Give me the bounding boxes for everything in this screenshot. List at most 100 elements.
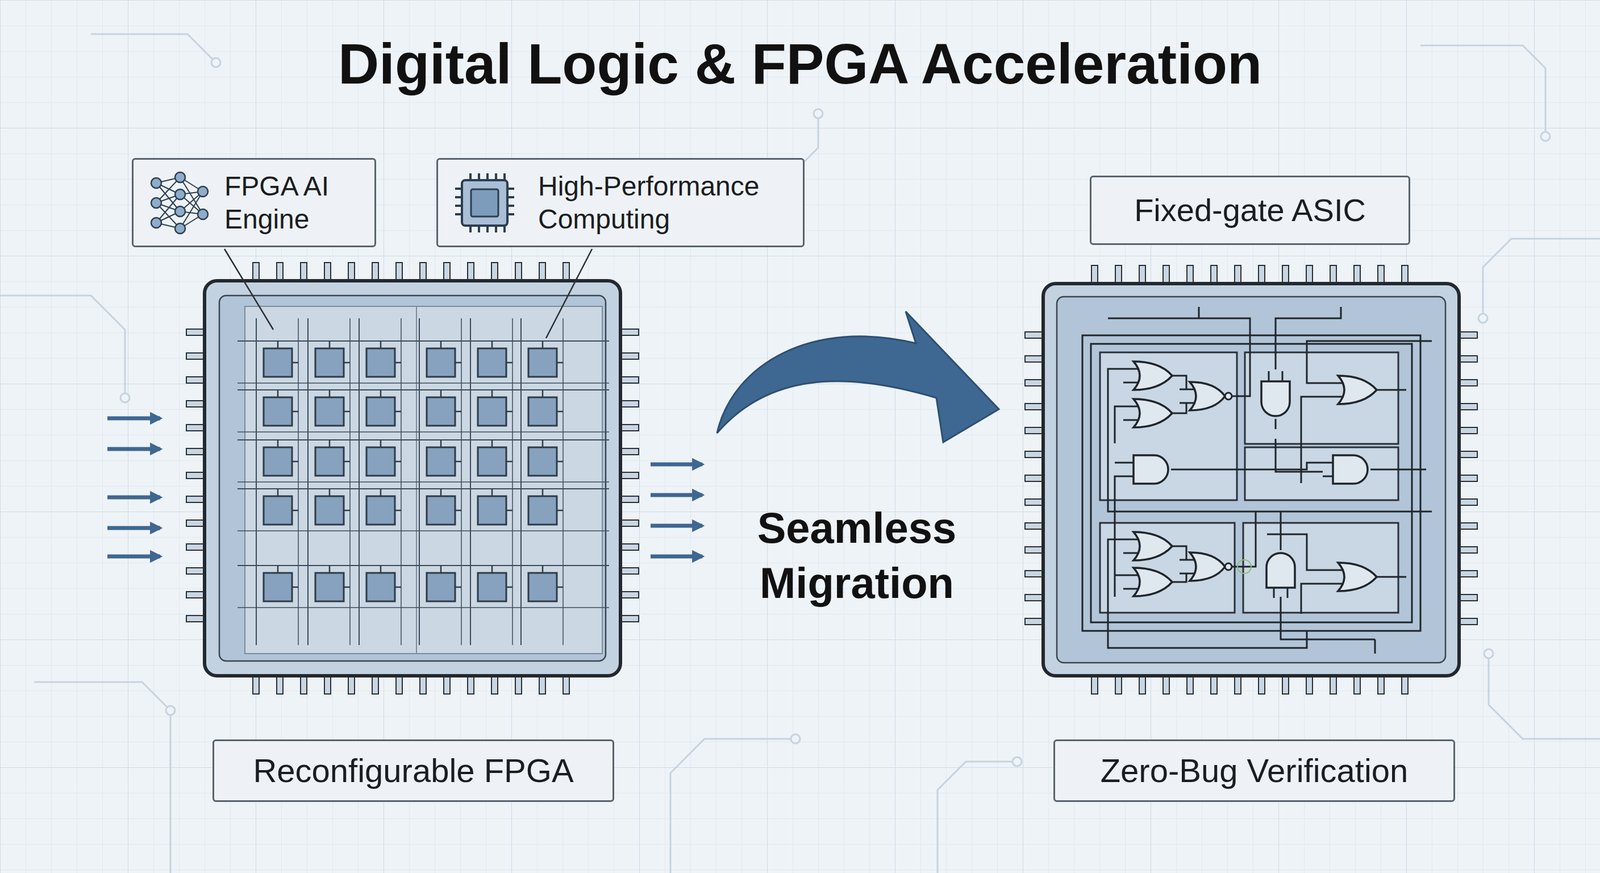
block-link bbox=[394, 586, 402, 589]
block-link bbox=[343, 460, 350, 463]
chip-pin bbox=[1282, 674, 1289, 694]
routing-wire bbox=[237, 606, 610, 608]
block-link bbox=[277, 389, 279, 398]
box-text: Zero-Bug Verification bbox=[1100, 750, 1409, 791]
block-link bbox=[440, 488, 443, 497]
block-link bbox=[491, 389, 494, 398]
chip-pin bbox=[491, 262, 498, 282]
logic-block bbox=[366, 572, 395, 602]
block-link bbox=[380, 565, 382, 573]
routing-wire bbox=[469, 318, 472, 645]
logic-block bbox=[426, 348, 456, 377]
chip-pin bbox=[1115, 674, 1122, 694]
migration-label: Seamless Migration bbox=[709, 500, 1005, 611]
chip-label: Fixed-gate ASIC bbox=[1089, 175, 1411, 245]
block-link bbox=[556, 361, 564, 364]
chip-label: Reconfigurable FPGA bbox=[212, 739, 615, 802]
logic-block bbox=[315, 348, 344, 377]
chip-pin bbox=[1457, 618, 1478, 625]
block-link bbox=[491, 488, 494, 497]
chip-pin bbox=[300, 674, 307, 694]
chip-pin bbox=[186, 424, 206, 431]
chip-pin bbox=[1377, 265, 1385, 285]
chip-pin bbox=[1025, 451, 1045, 458]
logic-block bbox=[263, 397, 293, 426]
logic-block bbox=[477, 397, 507, 426]
chip-pin bbox=[1234, 674, 1241, 694]
routing-wire bbox=[307, 318, 309, 645]
chip-pin bbox=[1282, 265, 1289, 285]
block-link bbox=[328, 488, 331, 497]
block-link bbox=[455, 586, 462, 589]
chip-pin bbox=[186, 543, 206, 550]
chip-pin bbox=[1025, 403, 1045, 410]
routing-wire bbox=[358, 318, 360, 645]
logic-block bbox=[263, 348, 293, 377]
logic-block bbox=[477, 348, 507, 377]
chip-pin bbox=[276, 262, 283, 282]
logic-block bbox=[426, 496, 456, 525]
routing-wire bbox=[237, 340, 610, 342]
chip-pin bbox=[1025, 594, 1045, 601]
chip-pin bbox=[1025, 522, 1045, 529]
block-link bbox=[343, 586, 350, 589]
routing-wire bbox=[511, 318, 514, 645]
chip-pin bbox=[515, 674, 522, 694]
block-link bbox=[394, 361, 402, 364]
chip-pin bbox=[467, 262, 474, 282]
routing-wire bbox=[237, 564, 610, 566]
chip-pin bbox=[1306, 674, 1313, 694]
chip-pin bbox=[1091, 674, 1098, 694]
chip-pin bbox=[324, 262, 331, 282]
routing-wire bbox=[400, 318, 402, 645]
logic-block bbox=[528, 397, 557, 426]
chip-pin bbox=[1457, 451, 1478, 458]
chip-pin bbox=[1457, 522, 1478, 529]
block-link bbox=[292, 361, 299, 364]
chip-pin bbox=[1457, 379, 1478, 386]
chip-pin bbox=[1353, 265, 1361, 285]
box-text: FPGA AI Engine bbox=[224, 169, 361, 236]
logic-block bbox=[477, 447, 507, 476]
routing-wire bbox=[562, 318, 564, 645]
chip-pin bbox=[491, 674, 498, 694]
chip-pin bbox=[186, 448, 206, 455]
block-link bbox=[455, 460, 462, 463]
chip-pin bbox=[372, 262, 379, 282]
chip-pin bbox=[186, 352, 206, 360]
logic-block bbox=[366, 397, 395, 426]
block-link bbox=[394, 410, 402, 413]
chip-pin bbox=[1457, 355, 1478, 362]
chip-pin bbox=[1163, 265, 1170, 285]
logic-block bbox=[263, 572, 293, 602]
routing-wire bbox=[237, 439, 610, 441]
block-link bbox=[506, 586, 513, 589]
callout-box: FPGA AI Engine bbox=[131, 157, 377, 248]
chip-pin bbox=[186, 615, 206, 622]
chip-pin bbox=[1330, 674, 1337, 694]
chip-pin bbox=[1353, 674, 1361, 694]
chip-pin bbox=[1258, 674, 1265, 694]
chip-pin bbox=[619, 448, 639, 455]
chip-pin bbox=[1186, 674, 1194, 694]
block-link bbox=[506, 460, 513, 463]
chip-pin bbox=[186, 496, 206, 503]
title: Digital Logic & FPGA Acceleration bbox=[0, 29, 1600, 98]
logic-block bbox=[426, 397, 456, 426]
chip-pin bbox=[1025, 475, 1045, 482]
block-link bbox=[506, 410, 513, 413]
chip-pin bbox=[1457, 498, 1478, 506]
block-link bbox=[277, 439, 279, 448]
chip-pin bbox=[1163, 674, 1170, 694]
chip-pin bbox=[252, 262, 260, 282]
block-link bbox=[455, 361, 462, 364]
block-link bbox=[556, 460, 564, 463]
chip-label: Zero-Bug Verification bbox=[1053, 739, 1456, 802]
logic-block bbox=[315, 447, 344, 476]
logic-block bbox=[263, 447, 293, 476]
chip-pin bbox=[467, 674, 474, 694]
chip-pin bbox=[1025, 570, 1045, 577]
chip-pin bbox=[1330, 265, 1337, 285]
routing-wire bbox=[237, 431, 610, 433]
block-link bbox=[491, 340, 494, 349]
